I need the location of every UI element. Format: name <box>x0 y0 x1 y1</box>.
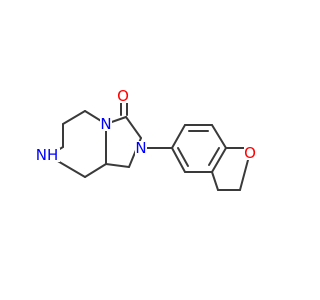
bond <box>125 116 142 139</box>
atom-furan-oxygen: O <box>244 144 256 162</box>
atom-label: O <box>244 144 256 162</box>
dihydrofuran-ring <box>211 147 249 191</box>
atom-label: N <box>135 139 146 157</box>
aromatic-inner-bond <box>208 147 220 166</box>
bond <box>62 110 86 125</box>
bond <box>211 124 227 149</box>
bond <box>239 159 249 191</box>
atom-label: O <box>117 87 129 105</box>
aromatic-inner-bond <box>177 147 189 167</box>
bond <box>55 159 86 178</box>
bond <box>171 124 186 149</box>
bond <box>171 147 186 173</box>
bond <box>211 147 227 173</box>
piperazine-ring <box>49 110 107 178</box>
atom-imidazolone-nitrogen: N <box>135 139 147 157</box>
atom-label: NH <box>36 146 59 164</box>
atom-label: N <box>100 115 111 133</box>
atom-ring-nh: NH <box>34 146 60 164</box>
atom-carbonyl-oxygen: O <box>116 87 130 105</box>
bond <box>105 163 130 168</box>
atom-bridge-nitrogen: N <box>100 115 112 133</box>
bond <box>84 163 107 178</box>
molecule-structure-diagram: O N N NH O <box>34 87 256 191</box>
benzene-ring <box>171 124 227 173</box>
imidazolone-ring <box>105 102 142 168</box>
bond <box>211 171 219 191</box>
